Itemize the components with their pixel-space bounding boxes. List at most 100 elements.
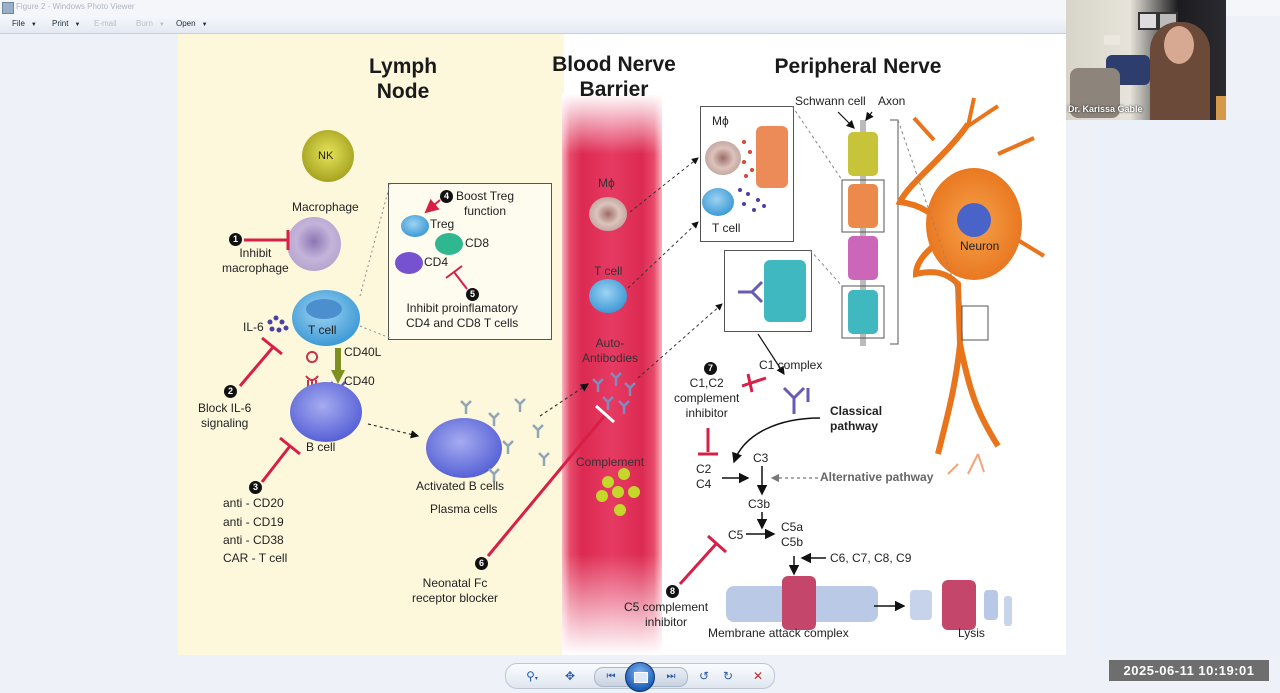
inhibit-tcell-bar [445, 265, 463, 279]
complement-proteins [596, 468, 640, 516]
magnifier-icon: ⚲ [526, 669, 535, 683]
step-8-badge: 8 [666, 585, 679, 598]
rotate-ccw-icon: ↺ [698, 669, 710, 683]
rotate-cw-button[interactable]: ↻ [718, 668, 738, 684]
inset-t-cell [702, 188, 734, 216]
menu-file-label: File [12, 19, 25, 28]
block-il6-bar [261, 336, 283, 356]
cd4-cell [395, 252, 423, 274]
neuron-nucleus [957, 203, 991, 237]
classical-pathway-arrow [732, 417, 821, 464]
previous-button[interactable]: ⏮ [601, 669, 621, 685]
chevron-down-icon: ▼ [158, 22, 165, 28]
cd40l-label: CD40L [344, 345, 382, 359]
fcrn-bar [595, 404, 615, 424]
t-cell-nucleus [306, 299, 342, 319]
cytokines-blue [738, 188, 766, 212]
cd8-label: CD8 [465, 236, 490, 250]
chevron-down-icon: ▾ [534, 676, 538, 682]
therapy-car-t: CAR - T cell [223, 551, 288, 565]
block-il6-line [238, 345, 276, 387]
c5-inhibitor-label: C5 complement inhibitor [624, 600, 709, 629]
c1-activation-arrow [757, 333, 785, 376]
inset-macrophage-label: Mϕ [712, 114, 729, 128]
c1-complex-label: C1 complex [759, 358, 823, 372]
cd40l-arrowhead [331, 370, 345, 384]
lysis-label: Lysis [958, 626, 985, 640]
slideshow-icon [634, 672, 648, 683]
activated-b-cell [426, 418, 502, 478]
menu-burn-label: Burn [136, 19, 153, 28]
participant-name: Dr. Karissa Gable [1068, 104, 1143, 114]
b-cell-label: B cell [306, 440, 336, 454]
therapy-anti-cd20: anti - CD20 [223, 496, 284, 510]
antibody-binding-arrow [637, 303, 723, 379]
lymph-node-title: Lymph Node [368, 55, 438, 103]
next-button[interactable]: ⏭ [661, 669, 681, 685]
axon [860, 120, 866, 346]
il6-label: IL-6 [243, 320, 264, 334]
next-icon: ⏭ [666, 671, 676, 682]
rotate-ccw-button[interactable]: ↺ [694, 668, 714, 684]
step-6-badge: 6 [475, 557, 488, 570]
photo-viewer-icon [2, 2, 14, 14]
c5-inhibit-bar [707, 534, 727, 554]
alternative-pathway-label: Alternative pathway [820, 470, 934, 484]
webcam-video-tile[interactable]: Dr. Karissa Gable [1066, 0, 1226, 120]
zoom-guide [897, 119, 963, 307]
anti-b-cell-line [260, 445, 292, 483]
schwann-cell-yellow [848, 132, 878, 176]
axon-zoom-box [961, 305, 989, 341]
macrophage-label: Macrophage [292, 200, 359, 214]
schwann-pointer [837, 111, 855, 129]
menu-open-label: Open [176, 19, 196, 28]
antibody-entry-arrow [539, 383, 589, 417]
chevron-down-icon: ▼ [30, 22, 37, 28]
window-title: Figure 2 - Windows Photo Viewer [16, 2, 135, 11]
menu-open[interactable]: Open▼ [176, 19, 208, 28]
t-cell-label: T cell [308, 323, 337, 337]
schwann-cell-magenta [848, 236, 878, 280]
zoom-button[interactable]: ⚲▾ [522, 668, 542, 684]
inset-t-cell-label: T cell [712, 221, 741, 235]
menu-file[interactable]: File ▼ [12, 19, 37, 28]
c5-label: C5 [728, 528, 744, 542]
zoom-guide [809, 249, 843, 287]
fcrn-line [486, 413, 608, 557]
delete-button[interactable]: ✕ [748, 668, 768, 684]
menu-email[interactable]: E-mail [94, 19, 117, 28]
nk-cell [302, 130, 354, 182]
vessel-fade-bottom [562, 554, 662, 655]
membrane-attack-complex [782, 576, 816, 630]
migration-arrow [629, 157, 699, 213]
macrophage-cell [287, 217, 341, 271]
slideshow-button[interactable] [625, 662, 655, 692]
cd8-cell [435, 233, 463, 255]
boost-treg-arrow [424, 198, 441, 214]
c3-label: C3 [753, 451, 769, 465]
classical-pathway-label: Classical pathway [830, 404, 883, 433]
boost-treg-label: Boost Treg function [456, 189, 515, 218]
menu-print[interactable]: Print▼ [52, 19, 80, 28]
inhibit-proinflammatory-label: Inhibit proinflamatory CD4 and CD8 T cel… [406, 301, 519, 330]
recording-timestamp: 2025-06-11 10:19:01 [1109, 660, 1269, 681]
zoom-box [841, 179, 885, 233]
menu-burn[interactable]: Burn ▼ [136, 19, 165, 28]
schwann-cell-orange [848, 184, 878, 228]
menu-bar: File ▼ Print▼ E-mail Burn ▼ Open▼ [0, 16, 1066, 34]
previous-icon: ⏮ [606, 671, 616, 682]
block-il6-label: Block IL-6 signaling [198, 401, 252, 430]
vessel-macrophage-label: Mϕ [598, 176, 615, 190]
autoantibodies-label: Auto- Antibodies [582, 336, 639, 365]
actual-size-button[interactable]: ✥ [560, 668, 580, 684]
treg-cell [401, 215, 429, 237]
cd40-label: CD40 [344, 374, 375, 388]
lysed-membrane [984, 590, 998, 620]
zoom-guide [359, 183, 391, 297]
vessel-t-cell-label: T cell [594, 264, 623, 278]
fcrn-blocker-label: Neonatal Fc receptor blocker [412, 576, 499, 605]
mac-label: Membrane attack complex [708, 626, 849, 640]
lysed-membrane [1004, 596, 1012, 626]
axon-pointer [865, 111, 874, 121]
schwann-cell-teal [848, 290, 878, 334]
